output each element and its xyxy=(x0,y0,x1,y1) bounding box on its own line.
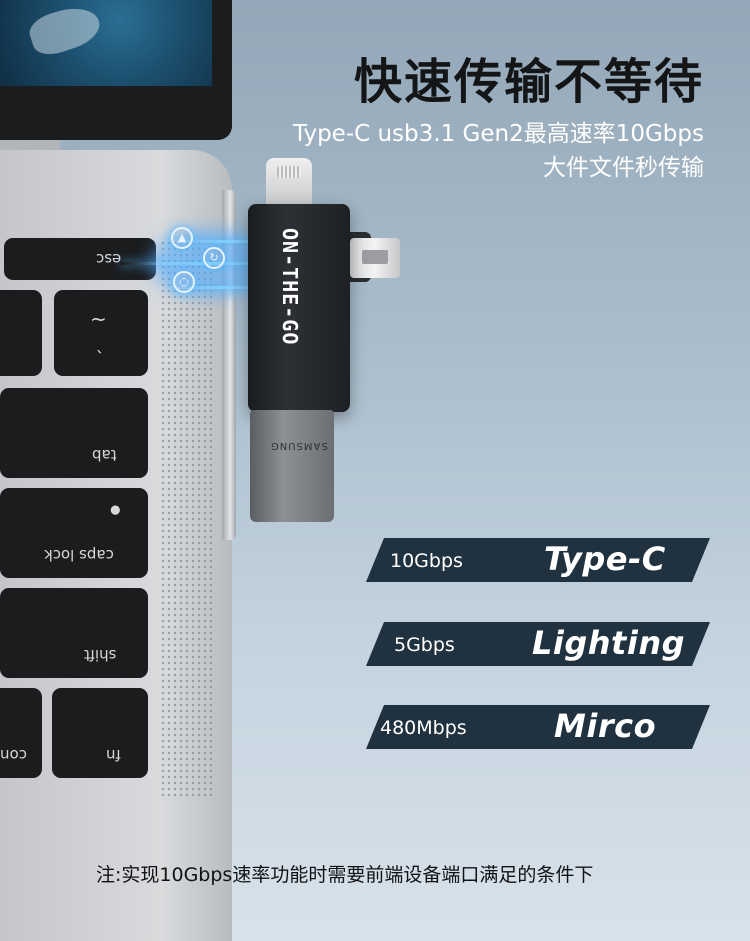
badge-background xyxy=(366,538,710,582)
screen-wallpaper xyxy=(0,0,212,86)
speed-badge-lightning: 5Gbps Lighting xyxy=(366,622,710,666)
lightning-connector xyxy=(266,158,312,208)
speed-badge-micro: 480Mbps Mirco xyxy=(366,705,710,749)
key-shift: shift xyxy=(0,588,148,678)
key-fn-label: fn xyxy=(106,746,121,764)
badge-type-label: Mirco xyxy=(554,707,657,745)
badge-speed-label: 5Gbps xyxy=(394,634,455,656)
connector-label: SAMSUNG xyxy=(270,440,328,451)
brand-label: ON-THE-GO xyxy=(278,228,302,346)
micro-usb-connector xyxy=(350,238,400,278)
upload-icon: ▲ xyxy=(171,227,193,249)
key-caps-lock: ●caps lock xyxy=(0,488,148,578)
circle-icon: ○ xyxy=(173,271,195,293)
footnote: 注:实现10Gbps速率功能时需要前端设备端口满足的条件下 xyxy=(96,864,594,886)
badge-speed-label: 10Gbps xyxy=(390,550,463,572)
badge-type-label: Type-C xyxy=(544,540,666,578)
badge-background xyxy=(366,622,710,666)
speaker-grille xyxy=(160,240,212,800)
key-control: con xyxy=(0,688,42,778)
page-title: 快速传输不等待 xyxy=(353,54,704,110)
subtitle-transfer: 大件文件秒传输 xyxy=(543,155,704,181)
key-caps-label: caps lock xyxy=(44,546,114,564)
subtitle-speed: Type-C usb3.1 Gen2最高速率10Gbps xyxy=(292,121,704,147)
key-fn: fn xyxy=(52,688,148,778)
light-beam xyxy=(170,240,280,243)
speed-badge-type-c: 10Gbps Type-C xyxy=(366,538,710,582)
sync-icon: ↻ xyxy=(203,247,225,269)
key-tab: tab xyxy=(0,388,148,478)
key-shift-label: shift xyxy=(84,646,117,664)
key-tilde: ~` xyxy=(54,290,148,376)
key-tab-label: tab xyxy=(92,446,117,464)
laptop-screen xyxy=(0,0,232,140)
badge-type-label: Lighting xyxy=(532,624,685,662)
badge-speed-label: 480Mbps xyxy=(380,717,467,739)
key-esc-label: esc xyxy=(96,250,122,268)
key-control-label: con xyxy=(0,746,27,764)
light-beam xyxy=(170,286,270,289)
usb-c-connector xyxy=(250,410,334,522)
key-esc: esc xyxy=(4,238,156,280)
otg-adapter-body xyxy=(248,204,350,412)
key-blank xyxy=(0,290,42,376)
badge-background xyxy=(366,705,710,749)
